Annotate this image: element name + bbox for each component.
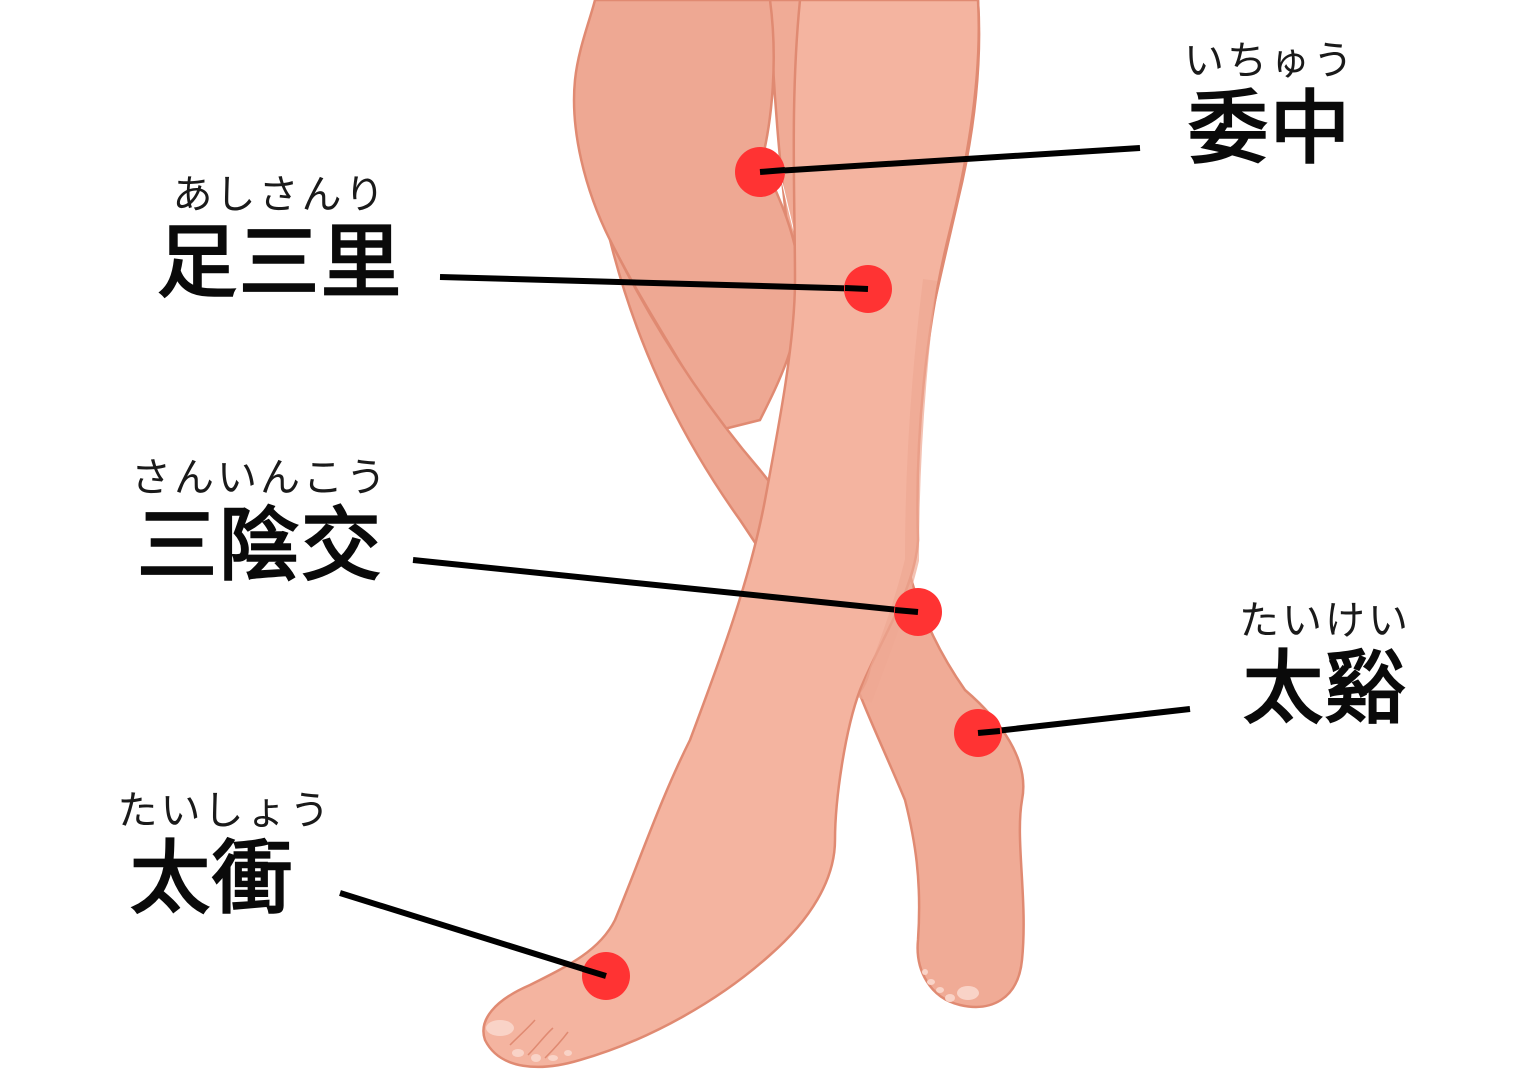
furigana-sanninkou: さんいんこう — [131, 455, 389, 501]
kanji-taishou: 太衝 — [130, 832, 294, 925]
leader-line-sanninkou — [412, 557, 919, 615]
leader-line-ashisanri — [439, 274, 869, 292]
furigana-ichu: いちゅう — [1184, 38, 1356, 84]
label-sanninkou: さんいんこう 三陰交 — [110, 455, 410, 591]
kanji-ashisanri: 足三里 — [157, 216, 403, 309]
front-leg-upper — [572, 0, 802, 432]
leader-line-taikei — [977, 706, 1191, 736]
kanji-sanninkou: 三陰交 — [137, 499, 383, 592]
leader-lines — [339, 145, 1191, 979]
leader-line-ichu — [759, 145, 1141, 175]
furigana-taikei: たいけい — [1239, 598, 1411, 644]
label-taikei: たいけい 太谿 — [1220, 598, 1430, 734]
furigana-ashisanri: あしさんり — [172, 172, 388, 218]
leader-line-taishou — [339, 890, 607, 979]
label-ashisanri: あしさんり 足三里 — [140, 172, 420, 308]
furigana-taishou: たいしょう — [117, 788, 333, 834]
kanji-ichu: 委中 — [1188, 82, 1352, 175]
label-ichu: いちゅう 委中 — [1170, 38, 1370, 174]
label-taishou: たいしょう 太衝 — [95, 788, 355, 924]
kanji-taikei: 太谿 — [1243, 642, 1407, 735]
near-leg — [482, 0, 981, 1069]
